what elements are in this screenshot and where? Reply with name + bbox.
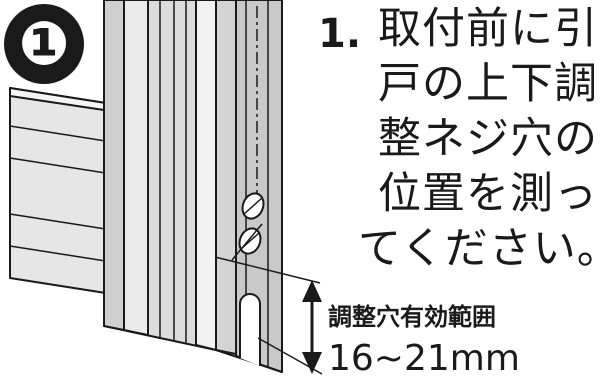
screw-hole-lower: [238, 227, 262, 255]
instruction-text: 取付前に引 戸の上下調 整ネジ穴の 位置を測っ てください。: [358, 2, 600, 277]
instruction-line: 位置を測っ: [378, 169, 598, 219]
door-stile: [103, 0, 283, 373]
step-number-label: 1.: [318, 11, 362, 57]
lower-rail: [9, 87, 113, 295]
instruction-line: 整ネジ穴の: [378, 114, 598, 164]
instruction-line: 取付前に引: [378, 4, 598, 54]
instruction-line: てください。: [358, 224, 600, 274]
dimension-arrow: [302, 280, 322, 374]
adjustment-range-value: 16~21mm: [328, 338, 520, 379]
adjustment-range-label: 調整穴有効範囲: [328, 303, 496, 331]
step-number-badge: ❶: [4, 4, 84, 84]
instruction-line: 戸の上下調: [378, 59, 598, 109]
step-instruction-block: 1. 取付前に引 戸の上下調 整ネジ穴の 位置を測っ てください。: [318, 2, 600, 292]
bottom-notch: [239, 293, 261, 366]
screw-hole-upper: [241, 192, 265, 220]
